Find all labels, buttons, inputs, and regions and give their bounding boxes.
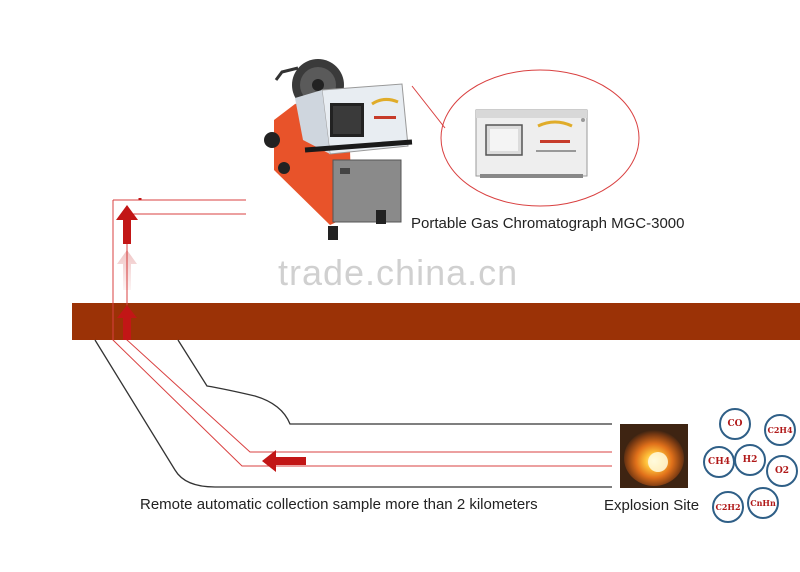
pipeline-line-left [112,200,612,467]
explosion-site-image [620,424,688,488]
explosion-site-caption: Explosion Site [604,497,700,514]
ground-layer [72,303,800,340]
gas-badge-co: CO [719,408,751,440]
up-arrow-faded [117,250,137,290]
left-arrow [262,450,306,472]
gas-badge-cnhn: CnHn [747,487,779,519]
gas-badge-c2h4: C2H4 [764,414,796,446]
gas-badge-h2: H2 [734,444,766,476]
instrument-cart-image [264,59,413,240]
up-arrow-lower [117,305,137,340]
gas-badge-c2h2: C2H2 [712,491,744,523]
pipeline-to-instrument [113,199,246,215]
up-arrow-upper [116,205,138,244]
gas-badge-ch4: CH4 [703,446,735,478]
watermark-text: trade.china.cn [278,252,519,293]
zoom-callout-line [411,85,446,129]
collection-caption: Remote automatic collection sample more … [140,496,538,513]
instrument-zoomed-image [475,109,588,178]
gas-badge-o2: O2 [766,455,798,487]
tunnel-outer-boundary [94,339,612,488]
zoom-callout-ellipse [440,69,640,207]
instrument-caption: Portable Gas Chromatograph MGC-3000 [411,215,685,232]
tunnel-inner-boundary [177,339,612,425]
